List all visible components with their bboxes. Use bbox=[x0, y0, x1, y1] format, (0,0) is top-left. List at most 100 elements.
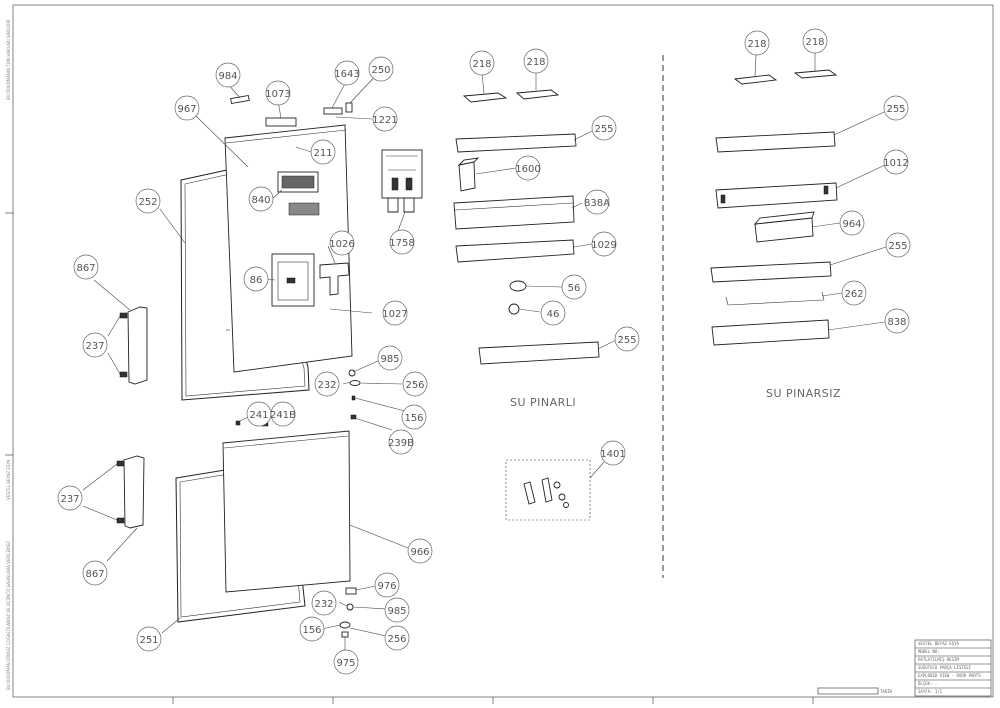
callout-218-mid-a: 218 bbox=[469, 50, 495, 76]
valve-parts bbox=[508, 280, 527, 315]
callout-232-upper: 232 bbox=[314, 371, 340, 397]
svg-text:838A: 838A bbox=[584, 198, 610, 209]
title-block-r3: PATLATILMIŞ RESİM bbox=[918, 657, 960, 662]
callout-252: 252 bbox=[135, 188, 161, 214]
svg-text:256: 256 bbox=[387, 634, 406, 645]
callout-255-right-b: 255 bbox=[885, 232, 911, 258]
callout-251: 251 bbox=[136, 626, 162, 652]
wire-rail bbox=[725, 291, 825, 306]
lower-handle bbox=[116, 455, 145, 529]
callout-56: 56 bbox=[561, 274, 587, 300]
callout-838a: 838A bbox=[584, 189, 610, 215]
door-balcony-mid-2 bbox=[453, 195, 575, 230]
callout-967: 967 bbox=[174, 95, 200, 121]
callout-1027: 1027 bbox=[382, 300, 408, 326]
side-note-bottom: BU DOKÜMAN İZİNSİZ ÇOĞALTILAMAZ VE ÜÇÜNC… bbox=[6, 541, 11, 690]
svg-text:967: 967 bbox=[177, 104, 196, 115]
svg-text:867: 867 bbox=[85, 569, 104, 580]
callouts: 984 1073 1643 250 967 1221 211 252 840 1… bbox=[57, 28, 911, 675]
callout-1221: 1221 bbox=[372, 106, 398, 132]
callout-976: 976 bbox=[374, 572, 400, 598]
callout-1643: 1643 bbox=[334, 60, 360, 86]
callout-237-lower: 237 bbox=[57, 485, 83, 511]
svg-text:985: 985 bbox=[380, 354, 399, 365]
svg-text:46: 46 bbox=[547, 309, 560, 320]
svg-text:239B: 239B bbox=[388, 438, 414, 449]
title-block-r7: SAYFA: 1/1 bbox=[918, 689, 943, 694]
svg-text:237: 237 bbox=[85, 341, 104, 352]
title-block-r1: VESTEL BEYAZ EŞYA bbox=[918, 641, 960, 646]
svg-text:964: 964 bbox=[842, 219, 861, 230]
svg-text:237: 237 bbox=[60, 494, 79, 505]
drawing-frame bbox=[5, 4, 994, 704]
upper-door-panel bbox=[224, 124, 353, 373]
svg-text:156: 156 bbox=[404, 413, 423, 424]
svg-text:86: 86 bbox=[250, 275, 263, 286]
callout-838: 838 bbox=[884, 308, 910, 334]
callout-1073: 1073 bbox=[265, 80, 291, 106]
callout-1026: 1026 bbox=[329, 230, 355, 256]
caption-without-dispenser: SU PINARSIZ bbox=[766, 387, 841, 400]
title-block-r8: TARİH bbox=[880, 689, 893, 694]
svg-text:867: 867 bbox=[76, 263, 95, 274]
callout-218-right-b: 218 bbox=[802, 28, 828, 54]
callout-867-upper: 867 bbox=[73, 254, 99, 280]
svg-text:838: 838 bbox=[887, 317, 906, 328]
hinge-parts bbox=[235, 369, 361, 638]
svg-text:255: 255 bbox=[594, 124, 613, 135]
svg-text:966: 966 bbox=[410, 547, 429, 558]
svg-text:255: 255 bbox=[617, 335, 636, 346]
svg-text:241: 241 bbox=[249, 410, 268, 421]
upper-handle bbox=[119, 306, 148, 385]
callout-86: 86 bbox=[243, 266, 269, 292]
svg-text:56: 56 bbox=[568, 283, 581, 294]
dispenser-display bbox=[277, 171, 320, 216]
side-note-top: BU DOKÜMANIN TÜM HAKLARI SAKLIDIR bbox=[6, 19, 11, 100]
callout-966: 966 bbox=[407, 538, 433, 564]
egg-tray-right bbox=[733, 69, 838, 85]
svg-text:1026: 1026 bbox=[329, 239, 354, 250]
callout-156-lower: 156 bbox=[299, 616, 325, 642]
callout-232-lower: 232 bbox=[311, 590, 337, 616]
svg-text:984: 984 bbox=[218, 71, 237, 82]
top-cap-strip bbox=[230, 94, 353, 127]
svg-text:1600: 1600 bbox=[515, 164, 540, 175]
callout-241: 241 bbox=[246, 401, 272, 427]
svg-text:1643: 1643 bbox=[334, 69, 359, 80]
door-balcony-mid-1 bbox=[455, 133, 577, 153]
title-block-r6: ÖLÇEK: - bbox=[918, 681, 937, 686]
dispenser-lever bbox=[319, 262, 350, 296]
svg-text:975: 975 bbox=[336, 658, 355, 669]
water-tank-block bbox=[457, 157, 480, 192]
door-balcony-right-2 bbox=[715, 182, 838, 209]
svg-text:156: 156 bbox=[302, 625, 321, 636]
svg-text:1073: 1073 bbox=[265, 89, 290, 100]
hardware-kit bbox=[505, 459, 591, 521]
svg-text:251: 251 bbox=[139, 635, 158, 646]
svg-text:255: 255 bbox=[886, 104, 905, 115]
egg-tray-mid bbox=[462, 89, 560, 103]
callout-867-lower: 867 bbox=[82, 560, 108, 586]
svg-text:1012: 1012 bbox=[883, 158, 908, 169]
door-balcony-right-3 bbox=[710, 261, 832, 283]
svg-text:1029: 1029 bbox=[591, 240, 616, 251]
title-block: VESTEL BEYAZ EŞYA MODEL NO: PATLATILMIŞ … bbox=[817, 639, 992, 697]
callout-46: 46 bbox=[540, 300, 566, 326]
svg-text:211: 211 bbox=[313, 148, 332, 159]
svg-text:218: 218 bbox=[526, 57, 545, 68]
svg-text:262: 262 bbox=[844, 289, 863, 300]
callout-237-upper: 237 bbox=[82, 332, 108, 358]
title-block-r2: MODEL NO: bbox=[918, 649, 940, 654]
svg-text:985: 985 bbox=[387, 606, 406, 617]
door-balcony-mid-4 bbox=[478, 341, 600, 365]
svg-text:976: 976 bbox=[377, 581, 396, 592]
lower-door-gasket bbox=[175, 469, 306, 623]
callout-985-upper: 985 bbox=[377, 345, 403, 371]
dispenser-recess bbox=[271, 253, 315, 307]
svg-text:232: 232 bbox=[317, 380, 336, 391]
callout-255-mid-b: 255 bbox=[614, 326, 640, 352]
callout-1758: 1758 bbox=[389, 229, 415, 255]
callout-964: 964 bbox=[839, 210, 865, 236]
callout-1029: 1029 bbox=[591, 231, 617, 257]
